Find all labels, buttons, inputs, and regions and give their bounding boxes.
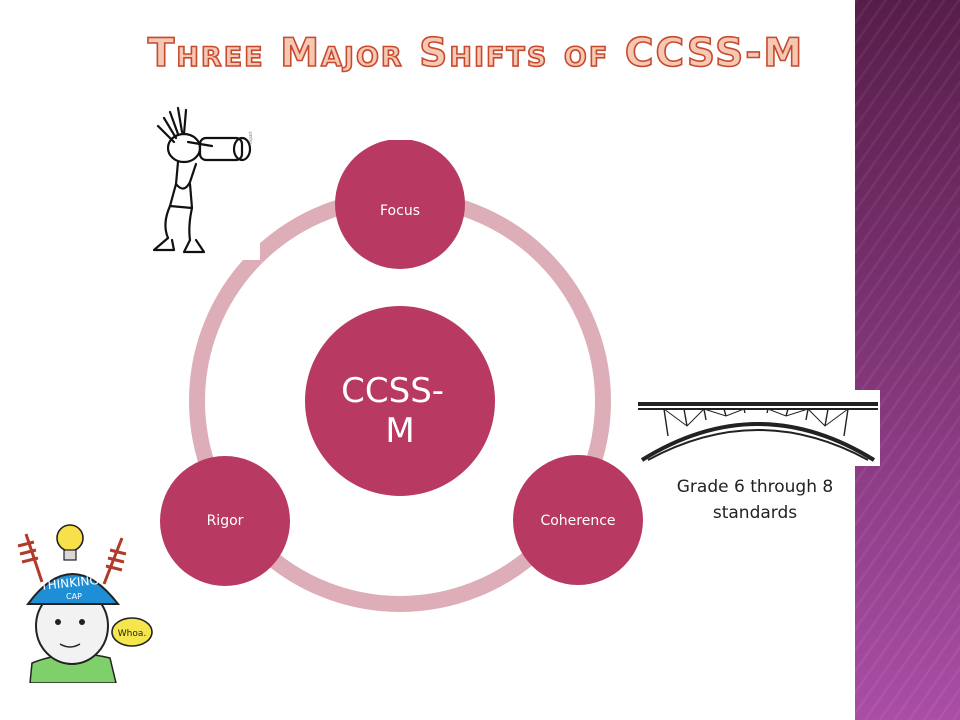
binoculars-clipart: clipart (148, 104, 260, 260)
side-gradient-band (855, 0, 960, 720)
thinking-cap-text: THINKING (39, 573, 100, 593)
svg-text:clipart: clipart (248, 131, 253, 144)
coherence-node (513, 455, 643, 585)
center-node (305, 306, 495, 496)
bridge-caption-line2: standards (712, 503, 798, 523)
bridge-caption-line1: Grade 6 through 8 (676, 477, 834, 497)
center-label: CCSS- M (341, 371, 455, 451)
focus-label: Focus (380, 203, 420, 219)
center-label-line2: M (385, 411, 414, 451)
speech-bubble-text: Whoa. (118, 629, 147, 639)
center-label-line1: CCSS- (341, 371, 444, 411)
thinking-cap-clipart: THINKING CAP Whoa. (10, 508, 160, 683)
slide-title: Three Major Shifts of CCSS-M (147, 30, 805, 77)
bridge-caption: Grade 6 through 8 standards (640, 474, 870, 526)
bridge-clipart (634, 390, 880, 466)
thinking-cap-subtext: CAP (66, 592, 82, 601)
slide-title-text: Three Major Shifts of CCSS-M (148, 31, 805, 76)
focus-node (335, 140, 465, 269)
rigor-label: Rigor (207, 513, 244, 529)
rigor-node (160, 456, 290, 586)
coherence-label: Coherence (540, 513, 615, 529)
cycle-diagram: CCSS- M Focus Coherence Rigor (160, 140, 643, 612)
